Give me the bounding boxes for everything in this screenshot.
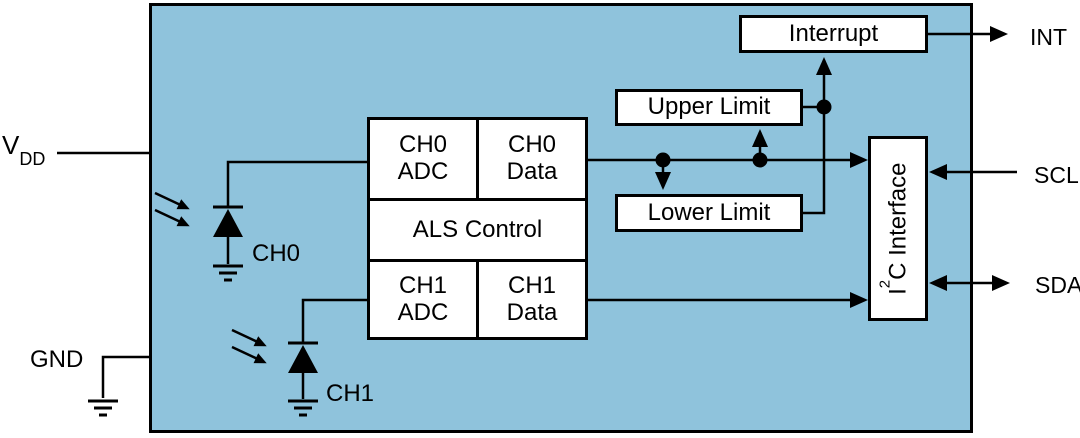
photodiode-ch1-label: CH1 [326,380,375,407]
block-ch0-adc-line1: CH0 [398,131,447,159]
gnd-ground-symbol-icon [88,399,118,417]
block-ch0-adc-line2: ADC [397,158,449,185]
ch1-light-arrows-icon [231,328,267,364]
photodiode-ch0-label: CH0 [252,240,301,267]
block-ch1-adc-line2: ADC [397,298,449,326]
block-upper-limit-label: Upper Limit [647,93,771,121]
block-i2c-interface: I2C Interface [868,136,928,321]
junction-dot [816,99,832,115]
block-lower-limit-label: Lower Limit [647,198,771,226]
block-interrupt: Interrupt [739,15,928,53]
block-i2c-interface-label: I2C Interface [876,162,912,295]
upper-limit-branch [752,129,768,168]
lower-limit-branch [655,152,671,190]
sda-wire [929,275,1010,291]
pin-label-sda: SDA [1035,272,1080,298]
interrupt-wire [803,57,832,215]
photodiode-ch0-icon [213,205,243,282]
photodiode-ch1-icon [288,341,318,417]
block-ch0-data-line1: CH0 [507,131,556,159]
block-ch1-data-line1: CH1 [507,271,556,299]
block-lower-limit: Lower Limit [615,194,803,232]
pin-label-vdd: VDD [2,130,46,170]
block-ch1-data-line2: Data [506,298,558,326]
gnd-wire [101,355,149,398]
als-core-block: CH0 ADC CH0 Data ALS Control CH1 ADC CH1… [367,117,588,340]
ch0-anode-wire [226,160,367,206]
pin-label-scl: SCL [1034,162,1079,188]
block-upper-limit: Upper Limit [615,89,803,126]
block-als-control-label: ALS Control [412,215,543,243]
block-ch0-adc: CH0 ADC [370,120,476,198]
block-ch1-data: CH1 Data [479,262,585,337]
block-ch0-data: CH0 Data [479,120,585,198]
block-ch1-adc-line1: CH1 [398,271,447,299]
pin-label-gnd: GND [30,346,84,373]
junction-dot [752,152,768,168]
block-ch0-data-line2: Data [506,158,558,185]
block-ch1-adc: CH1 ADC [370,262,476,337]
ch0-light-arrows-icon [154,191,190,227]
pin-label-int: INT [1030,24,1068,50]
ch1-anode-wire [301,298,367,342]
block-interrupt-label: Interrupt [788,19,879,47]
block-als-control: ALS Control [370,201,585,259]
junction-dot [655,152,671,168]
